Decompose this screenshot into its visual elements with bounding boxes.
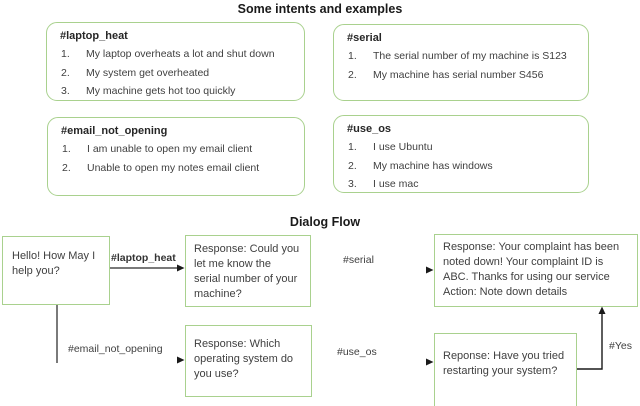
intent-examples: The serial number of my machine is S123 … <box>347 47 580 84</box>
arrowhead-serial-icon <box>426 266 434 274</box>
intent-name: #email_not_opening <box>61 125 168 137</box>
intents-title: Some intents and examples <box>237 2 403 16</box>
intent-box-laptop-heat: #laptop_heat My laptop overheats a lot a… <box>46 22 305 101</box>
edge-label-laptop-heat: #laptop_heat <box>111 252 176 264</box>
intent-example: My laptop overheats a lot and shut down <box>61 45 275 63</box>
intent-example: Unable to open my notes email client <box>62 159 260 177</box>
edge-label-yes: #Yes <box>609 340 632 352</box>
intent-example: I am unable to open my email client <box>62 140 253 158</box>
intent-name: #laptop_heat <box>60 30 128 42</box>
flow-node-greeting: Hello! How May I help you? <box>2 236 110 305</box>
edge-label-email-not-opening: #email_not_opening <box>68 343 163 355</box>
intent-example: The serial number of my machine is S123 <box>348 47 567 65</box>
intent-examples: I am unable to open my email client Unab… <box>61 140 296 177</box>
flow-node-ask-serial: Response: Could you let me know the seri… <box>185 235 311 307</box>
flow-node-complaint-noted: Response: Your complaint has been noted … <box>434 234 638 307</box>
edge-label-serial: #serial <box>343 254 374 266</box>
intent-example: I use mac <box>348 175 419 193</box>
intent-box-use-os: #use_os I use Ubuntu My machine has wind… <box>333 115 589 193</box>
intent-example: I use Ubuntu <box>348 138 433 156</box>
intent-example: My system get overheated <box>61 64 210 82</box>
flow-node-ask-os: Response: Which operating system do you … <box>185 325 312 397</box>
intent-name: #use_os <box>347 123 392 135</box>
arrowhead-email-not-opening-icon <box>177 356 185 364</box>
intent-box-email-not-opening: #email_not_opening I am unable to open m… <box>47 117 305 196</box>
intent-example: My machine gets hot too quickly <box>61 82 236 100</box>
intent-example: My machine has windows <box>348 157 493 175</box>
intent-example: My machine has serial number S456 <box>348 66 544 84</box>
arrow-line-yes <box>577 312 603 370</box>
arrowhead-yes-icon <box>598 306 606 314</box>
arrowhead-use-os-icon <box>426 358 434 366</box>
intent-name: #serial <box>347 32 382 44</box>
intent-examples: My laptop overheats a lot and shut down … <box>60 45 296 101</box>
arrowhead-laptop-heat-icon <box>177 264 185 272</box>
intent-box-serial: #serial The serial number of my machine … <box>333 24 589 101</box>
edge-label-use-os: #use_os <box>337 346 377 358</box>
dialog-flow-title: Dialog Flow <box>289 215 361 229</box>
flow-node-restart: Reponse: Have you tried restarting your … <box>434 333 577 406</box>
intent-examples: I use Ubuntu My machine has windows I us… <box>347 138 580 194</box>
